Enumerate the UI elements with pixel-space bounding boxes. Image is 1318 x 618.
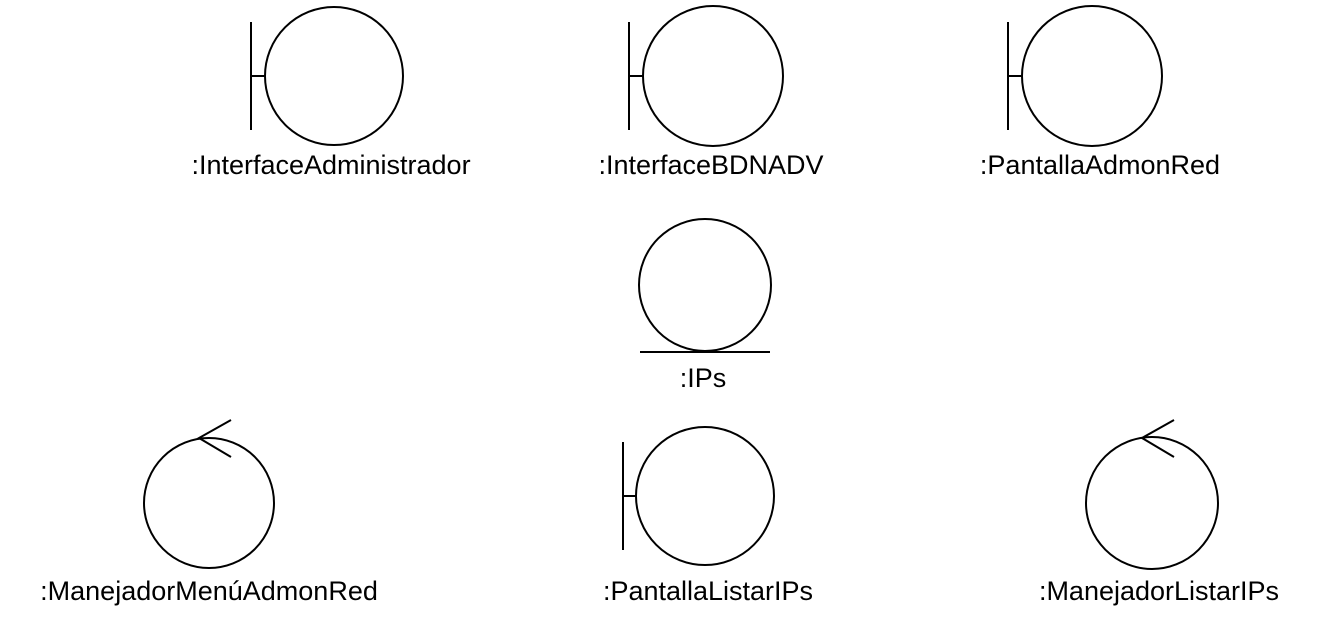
element-label: :ManejadorListarIPs	[1038, 576, 1280, 606]
element-label: :IPs	[679, 363, 727, 393]
boundary-icon	[1007, 5, 1163, 147]
control-icon	[1085, 419, 1219, 570]
element-label: :ManejadorMenúAdmonRed	[40, 576, 378, 606]
boundary-icon	[622, 426, 775, 566]
element-label: :PantallaListarIPs	[602, 576, 814, 606]
entity-icon	[638, 218, 772, 353]
element-label: :PantallaAdmonRed	[979, 150, 1221, 180]
element-label: :InterfaceAdministrador	[191, 150, 471, 180]
boundary-icon	[250, 6, 404, 146]
control-icon	[143, 419, 275, 569]
boundary-icon	[628, 5, 784, 147]
element-label: :InterfaceBDNADV	[598, 150, 824, 180]
